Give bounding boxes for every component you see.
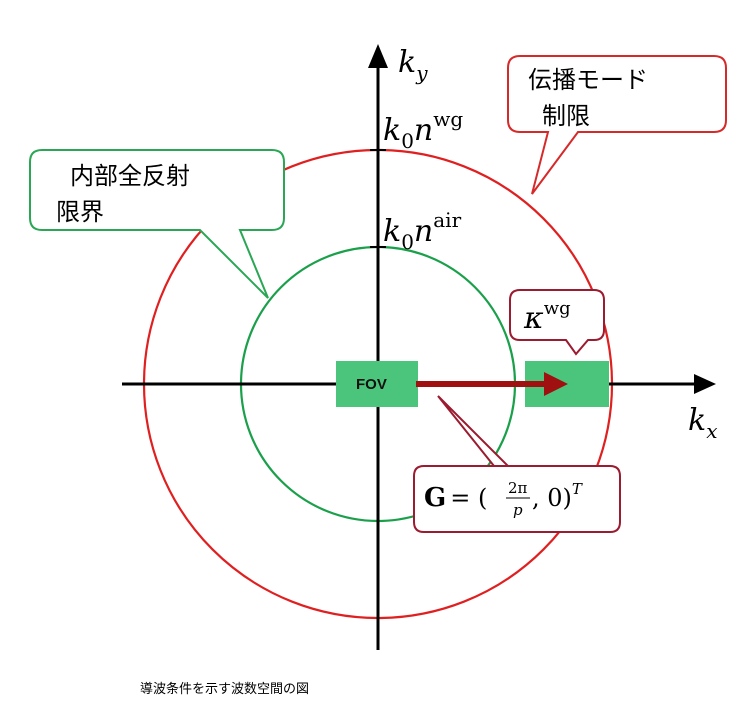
callout-propagation-mode-limit (507, 55, 727, 195)
figure-caption: 導波条件を示す波数空間の図 (140, 682, 310, 697)
grating-fraction-den: p (513, 501, 523, 519)
callout-tir-limit (29, 149, 285, 299)
callout-tir-line1: 内部全反射 (70, 162, 190, 190)
fov-label: FOV (356, 376, 387, 393)
ky-axis-label: ky (398, 45, 428, 85)
outer-radius-label: k0nwg (383, 107, 463, 153)
grating-vector-label: G= ( (424, 483, 487, 513)
callout-kappa (509, 289, 605, 356)
fov-box (336, 361, 418, 407)
callout-grating-vector (413, 395, 621, 533)
inner-radius-label: k0nair (383, 208, 462, 254)
kx-axis-label: kx (688, 403, 717, 443)
ky-axis-arrowhead (368, 44, 388, 68)
grating-fraction-num: 2π (508, 479, 528, 497)
callout-propagation-line1: 伝播モード (528, 66, 648, 94)
kx-axis-arrowhead (694, 374, 716, 394)
grating-arrow-head (544, 372, 568, 396)
callout-tir-line2: 限界 (56, 198, 104, 226)
grating-vector-tail: , 0)T (532, 480, 583, 512)
kappa-label: κwg (523, 298, 571, 336)
callout-propagation-line2: 制限 (542, 102, 590, 130)
